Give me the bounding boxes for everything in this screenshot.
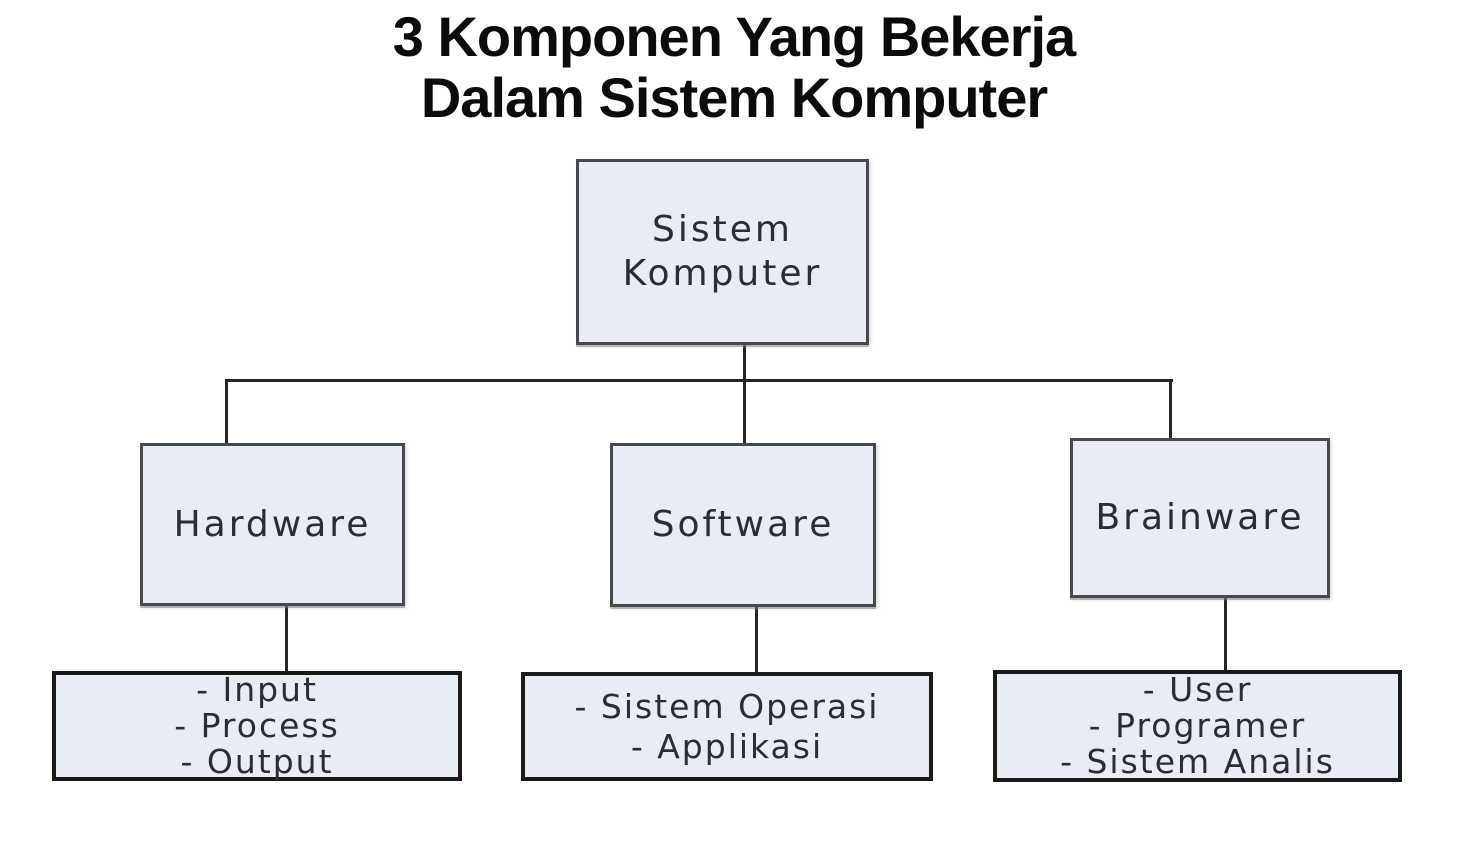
leaf-item: - User — [1142, 670, 1253, 709]
node-software: Software — [610, 443, 876, 607]
leaf-hardware-items: - Input - Process - Output — [52, 671, 462, 781]
leaf-brainware-items: - User - Programer - Sistem Analis — [993, 670, 1402, 782]
node-label: Software — [651, 504, 835, 545]
connector-root-down — [743, 345, 746, 381]
leaf-item: - Input — [196, 670, 318, 709]
node-brainware: Brainware — [1070, 438, 1330, 598]
leaf-item: - Output — [180, 742, 334, 781]
connector-bus-to-software — [743, 379, 746, 443]
leaf-item: - Sistem Operasi — [574, 686, 880, 726]
node-sistem-komputer: Sistem Komputer — [576, 159, 869, 345]
title-line-1: 3 Komponen Yang Bekerja — [392, 5, 1076, 68]
leaf-item: - Programer — [1088, 706, 1307, 745]
connector-bus-to-brainware — [1169, 379, 1172, 438]
node-label: Sistem Komputer — [622, 209, 823, 294]
leaf-software-items: - Sistem Operasi - Applikasi — [521, 672, 933, 781]
node-hardware: Hardware — [140, 443, 405, 606]
leaf-item: - Sistem Analis — [1060, 742, 1335, 781]
title-line-2: Dalam Sistem Komputer — [420, 66, 1048, 129]
leaf-item: - Applikasi — [630, 726, 824, 766]
node-label: Hardware — [173, 503, 372, 545]
connector-bus-to-hardware — [225, 379, 228, 443]
node-label: Brainware — [1095, 497, 1305, 538]
connector-horizontal-bus — [226, 379, 1173, 382]
diagram-title: 3 Komponen Yang Bekerja Dalam Sistem Kom… — [0, 6, 1468, 128]
connector-software-to-items — [755, 607, 758, 672]
leaf-item: - Process — [174, 706, 340, 745]
connector-hardware-to-items — [285, 606, 288, 671]
connector-brainware-to-items — [1224, 598, 1227, 670]
